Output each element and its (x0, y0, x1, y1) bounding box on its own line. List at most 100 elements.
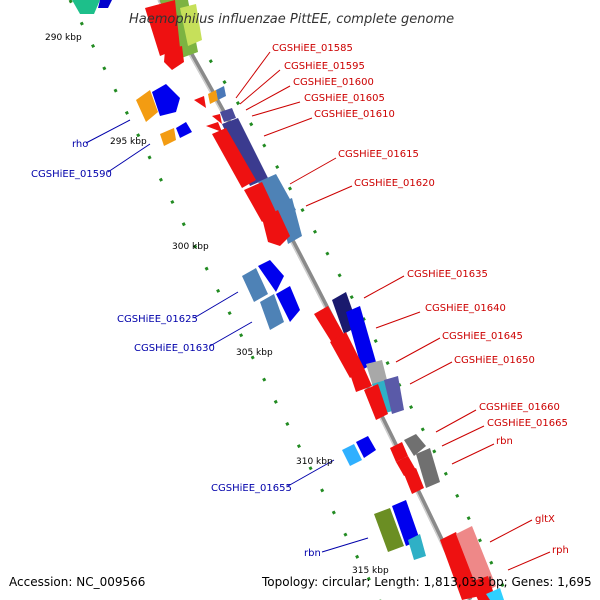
genome-backbone (157, 0, 473, 600)
gene-red-310-1[interactable] (390, 442, 408, 462)
gene-red-outer-2[interactable] (330, 332, 364, 378)
connector-01600 (245, 85, 291, 111)
connector-rph (507, 551, 551, 571)
gene-red-large-3[interactable] (262, 210, 290, 246)
label-CGSHiEE_01660[interactable]: CGSHiEE_01660 (479, 402, 560, 413)
label-CGSHiEE_01645[interactable]: CGSHiEE_01645 (442, 331, 523, 342)
gene-CGSHiEE_01625[interactable] (242, 268, 268, 302)
gene-blue-small[interactable] (216, 86, 226, 100)
gene-red-large-2[interactable] (244, 182, 276, 222)
connector-rbn-left (321, 537, 369, 553)
gene-orange-1[interactable] (136, 90, 158, 122)
gene-purple-outer[interactable] (384, 376, 404, 414)
gene-cluster-310-outer (390, 434, 440, 494)
inner-label-connectors (85, 119, 369, 553)
connector-01590 (107, 143, 151, 173)
gene-red-310-3[interactable] (404, 468, 424, 494)
label-CGSHiEE_01610[interactable]: CGSHiEE_01610 (314, 109, 395, 120)
gene-CGSHiEE_01630[interactable] (260, 294, 284, 330)
gene-cluster-315 (374, 500, 504, 600)
label-rph[interactable]: rph (552, 545, 569, 556)
gene-cluster-310-inner (342, 436, 376, 466)
gene-cluster-outer-2 (314, 292, 404, 420)
label-rbn-outer[interactable]: rbn (496, 436, 513, 447)
connector-01610 (263, 117, 313, 137)
gene-red-small-1[interactable] (194, 96, 206, 108)
connector-01595 (239, 69, 281, 105)
gene-red-outer-3[interactable] (350, 368, 372, 392)
connector-01655 (287, 459, 335, 487)
gene-grey-310[interactable] (404, 434, 426, 456)
connector-01660 (435, 409, 477, 433)
gene-red-outer-4[interactable] (364, 384, 388, 420)
gene-blue-315[interactable] (392, 500, 420, 546)
topology-summary: Topology: circular; Length: 1,813,033 bp… (261, 575, 592, 589)
connector-01665 (441, 425, 485, 447)
connector-01650 (409, 361, 453, 385)
map-title: Haemophilus influenzae PittEE, complete … (129, 12, 454, 27)
gene-cluster-295 (136, 84, 226, 146)
gene-top-yellowgreen[interactable] (180, 4, 202, 46)
gene-CGSHiEE_01605[interactable] (220, 108, 236, 122)
gene-top-blue[interactable] (98, 0, 112, 8)
connector-01640 (375, 311, 421, 329)
label-CGSHiEE_01585[interactable]: CGSHiEE_01585 (272, 43, 353, 54)
connector-rbn-right (451, 443, 495, 465)
gene-blue-2[interactable] (176, 122, 192, 138)
label-CGSHiEE_01600[interactable]: CGSHiEE_01600 (293, 77, 374, 88)
gene-olive-1[interactable] (374, 508, 404, 552)
connector-01625 (193, 291, 239, 319)
gene-teal-315[interactable] (408, 534, 426, 560)
label-CGSHiEE_01665[interactable]: CGSHiEE_01665 (487, 418, 568, 429)
gene-orange-small[interactable] (208, 90, 218, 104)
gene-red-outer-1[interactable] (314, 306, 346, 346)
label-gltX[interactable]: gltX (535, 514, 555, 525)
gene-cluster-305 (242, 260, 300, 330)
connector-01605 (251, 101, 301, 117)
gene-teal-315-2[interactable] (486, 588, 504, 600)
connector-01630 (209, 321, 253, 347)
scale-290: 290 kbp (45, 33, 82, 43)
gene-blue-1[interactable] (152, 84, 180, 116)
connector-01620 (305, 185, 353, 207)
gene-blue-310-inner[interactable] (356, 436, 376, 458)
gene-grey-310-2[interactable] (416, 448, 440, 488)
gene-CGSHiEE_01655[interactable] (342, 444, 362, 466)
top-gene-cluster (72, 0, 202, 70)
gene-top-red-2[interactable] (164, 46, 184, 70)
connector-gltX (489, 519, 533, 543)
gene-red-315-1[interactable] (440, 532, 480, 600)
gene-CGSHiEE_01610-a[interactable] (212, 114, 222, 124)
label-CGSHiEE_01625[interactable]: CGSHiEE_01625 (117, 314, 198, 325)
gene-orange-2[interactable] (160, 128, 176, 146)
gene-red-large-1[interactable] (212, 128, 256, 188)
gene-top-teal[interactable] (72, 0, 100, 14)
gene-blue-305-2[interactable] (276, 286, 300, 322)
label-CGSHiEE_01590[interactable]: CGSHiEE_01590 (31, 169, 112, 180)
genome-backbone-highlight (157, 0, 469, 600)
label-rho[interactable]: rho (72, 139, 88, 150)
label-CGSHiEE_01640[interactable]: CGSHiEE_01640 (425, 303, 506, 314)
gene-blue-outer-1[interactable] (346, 306, 376, 370)
gene-purple-1[interactable] (222, 118, 268, 186)
label-rbn-inner[interactable]: rbn (304, 548, 321, 559)
label-CGSHiEE_01615[interactable]: CGSHiEE_01615 (338, 149, 419, 160)
gene-CGSHiEE_01610-b[interactable] (206, 122, 222, 132)
gene-top-red-1[interactable] (145, 0, 180, 56)
gene-blue-305-1[interactable] (258, 260, 284, 292)
label-CGSHiEE_01595[interactable]: CGSHiEE_01595 (284, 61, 365, 72)
scale-295: 295 kbp (110, 137, 147, 147)
label-CGSHiEE_01630[interactable]: CGSHiEE_01630 (134, 343, 215, 354)
label-CGSHiEE_01620[interactable]: CGSHiEE_01620 (354, 178, 435, 189)
scale-315: 315 kbp (352, 566, 389, 576)
gene-cluster-outer-1 (206, 108, 302, 246)
label-CGSHiEE_01650[interactable]: CGSHiEE_01650 (454, 355, 535, 366)
label-CGSHiEE_01635[interactable]: CGSHiEE_01635 (407, 269, 488, 280)
label-CGSHiEE_01605[interactable]: CGSHiEE_01605 (304, 93, 385, 104)
connector-rho (85, 119, 131, 144)
gene-steelblue-2[interactable] (278, 198, 302, 244)
label-CGSHiEE_01655[interactable]: CGSHiEE_01655 (211, 483, 292, 494)
accession-text: Accession: NC_009566 (9, 575, 145, 589)
